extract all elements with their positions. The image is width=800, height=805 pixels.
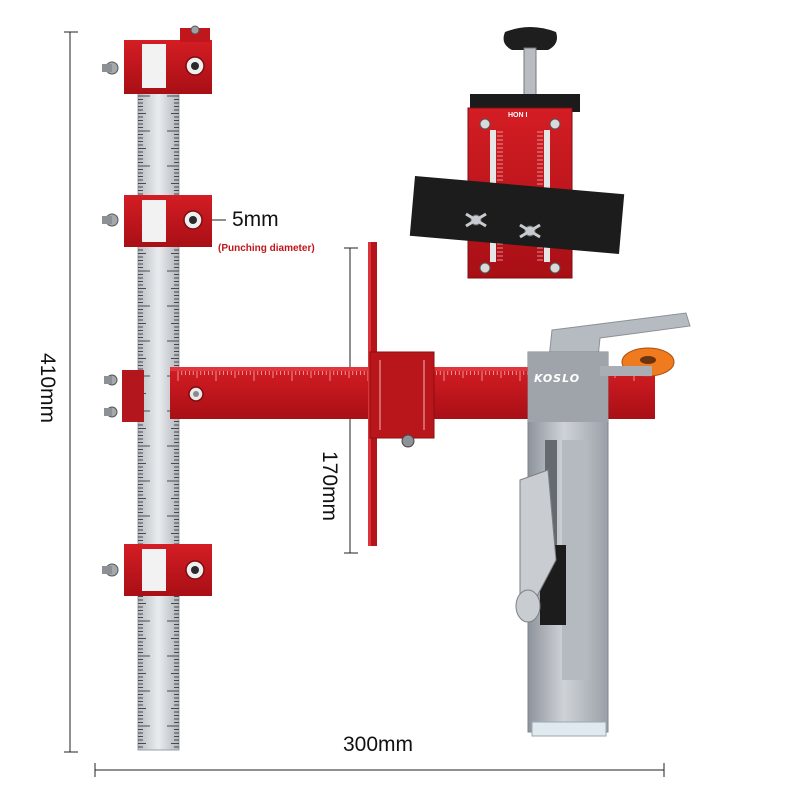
width-dimension-line (94, 763, 665, 777)
steel-clamp (515, 312, 691, 737)
top-slider-block (102, 25, 212, 94)
brand-logo: KOSLO (534, 372, 581, 385)
height-dimension-line (64, 31, 78, 753)
middle-slider-block (102, 195, 212, 247)
arm-length-label: 170mm (318, 450, 342, 522)
hole-note: (Punching diameter) (218, 243, 315, 254)
width-label: 300mm (343, 733, 414, 756)
arm-clamp (104, 370, 144, 422)
drill-jig (409, 27, 625, 279)
hole-size-label: 5mm (232, 208, 279, 231)
height-label: 410mm (36, 352, 60, 424)
jig-label: HON I (508, 112, 528, 119)
bottom-slider-block (102, 544, 212, 596)
stop-plate (368, 242, 435, 546)
